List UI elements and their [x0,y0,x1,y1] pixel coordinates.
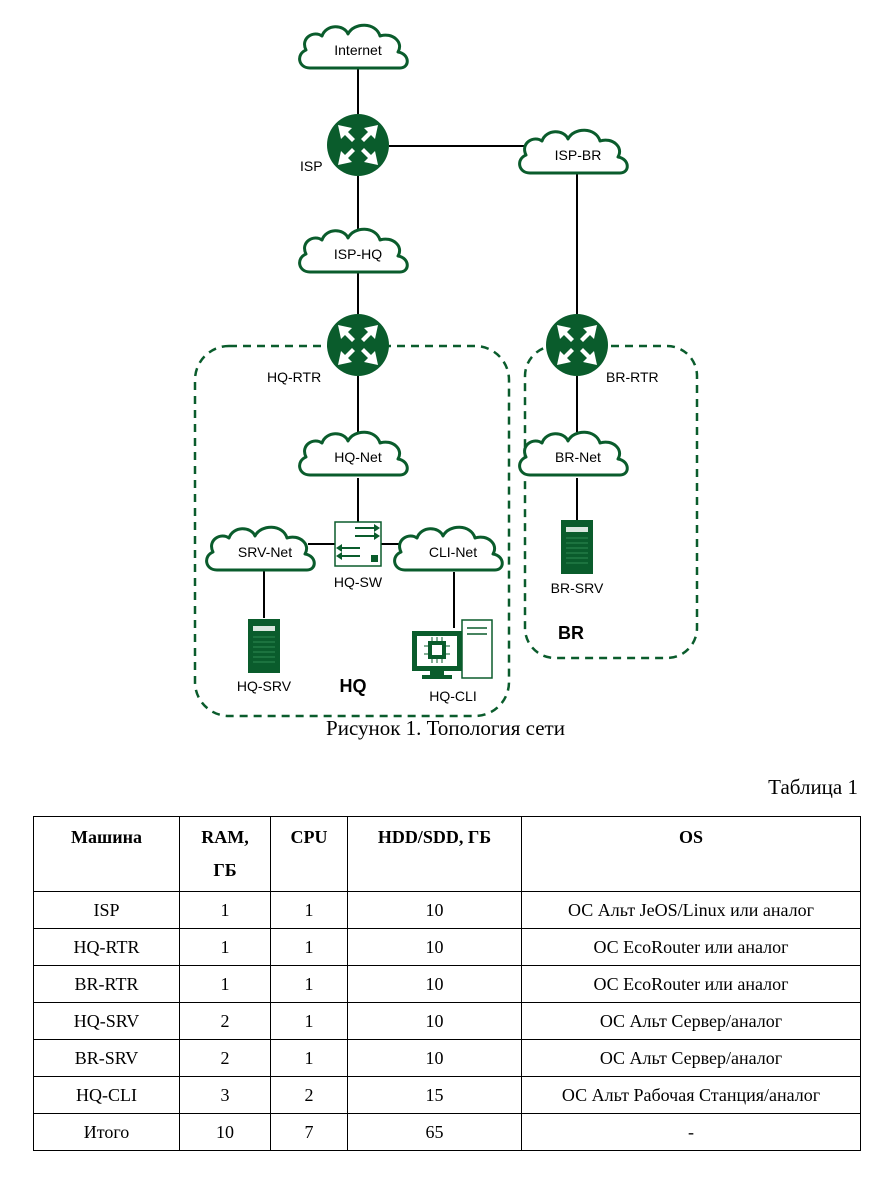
table-caption: Таблица 1 [768,775,858,799]
cell-cpu: 1 [270,891,348,929]
br-zone-label: BR [558,623,584,643]
srv-net-label: SRV-Net [238,544,292,560]
cell-os: ОС EcoRouter или аналог [521,965,861,1003]
br-rtr-label: BR-RTR [606,369,659,385]
hq-zone-label: HQ [340,676,367,696]
cell-disk: 15 [347,1076,522,1114]
workstation-icon [412,619,493,679]
switch-icon [334,521,382,567]
router-icon [327,314,389,376]
cloud-br-net: BR-Net [518,430,629,477]
cell-os: - [521,1113,861,1151]
cell-disk: 10 [347,891,522,929]
cell-cpu: 1 [270,965,348,1003]
cloud-isp-br: ISP-BR [518,128,629,175]
header-ram-line1: RAM, [201,827,249,847]
server-icon [560,519,594,575]
switch-hq-sw: HQ-SW [334,521,383,590]
router-hq-rtr: HQ-RTR [267,314,389,385]
cell-os: ОС Альт Рабочая Станция/аналог [521,1076,861,1114]
client-hq-cli: HQ-CLI [412,619,493,704]
header-ram: RAM, ГБ [179,816,271,892]
cell-disk: 10 [347,965,522,1003]
cell-ram: 10 [179,1113,271,1151]
cell-cpu: 1 [270,1039,348,1077]
hq-sw-label: HQ-SW [334,574,383,590]
table-row: HQ-RTR 1 1 10 ОС EcoRouter или аналог [33,928,861,966]
cloud-isp-hq: ISP-HQ [298,227,409,274]
cell-disk: 10 [347,1039,522,1077]
cell-machine: BR-SRV [33,1039,180,1077]
table-header-row: Машина RAM, ГБ CPU HDD/SDD, ГБ OS [33,816,861,892]
cell-machine: HQ-RTR [33,928,180,966]
header-ram-line2: ГБ [213,860,237,880]
cell-cpu: 2 [270,1076,348,1114]
table-row: Итого 10 7 65 - [33,1113,861,1151]
links [263,68,578,628]
cell-machine: BR-RTR [33,965,180,1003]
router-isp: ISP [300,114,389,176]
network-topology-diagram: Internet ISP-BR ISP-HQ HQ-Net BR-Net SRV… [193,23,699,718]
cell-cpu: 1 [270,1002,348,1040]
router-br-rtr: BR-RTR [546,314,659,385]
internet-label: Internet [334,42,382,58]
cell-disk: 10 [347,1002,522,1040]
cell-os: ОС Альт Сервер/аналог [521,1039,861,1077]
hq-rtr-label: HQ-RTR [267,369,321,385]
cell-cpu: 7 [270,1113,348,1151]
br-net-label: BR-Net [555,449,601,465]
cell-machine: Итого [33,1113,180,1151]
cloud-internet: Internet [298,23,409,70]
br-zone [523,344,699,660]
cell-ram: 1 [179,891,271,929]
cell-cpu: 1 [270,928,348,966]
header-disk: HDD/SDD, ГБ [347,816,522,892]
header-machine: Машина [33,816,180,892]
cell-ram: 1 [179,965,271,1003]
cell-os: ОС Альт Сервер/аналог [521,1002,861,1040]
cell-disk: 65 [347,1113,522,1151]
server-hq-srv: HQ-SRV [237,618,292,694]
cli-net-label: CLI-Net [429,544,477,560]
br-srv-label: BR-SRV [551,580,604,596]
router-icon [546,314,608,376]
server-br-srv: BR-SRV [551,519,604,596]
cell-ram: 2 [179,1039,271,1077]
header-cpu: CPU [270,816,348,892]
machines-table: Машина RAM, ГБ CPU HDD/SDD, ГБ OS ISP 1 1… [33,816,861,1151]
router-icon [327,114,389,176]
cell-os: ОС EcoRouter или аналог [521,928,861,966]
server-icon [247,618,281,674]
cell-machine: ISP [33,891,180,929]
cell-machine: HQ-SRV [33,1002,180,1040]
hq-srv-label: HQ-SRV [237,678,292,694]
table-row: ISP 1 1 10 ОС Альт JeOS/Linux или аналог [33,891,861,929]
hq-cli-label: HQ-CLI [429,688,476,704]
table-row: HQ-SRV 2 1 10 ОС Альт Сервер/аналог [33,1002,861,1040]
cell-machine: HQ-CLI [33,1076,180,1114]
cell-disk: 10 [347,928,522,966]
table-row: BR-RTR 1 1 10 ОС EcoRouter или аналог [33,965,861,1003]
cell-ram: 2 [179,1002,271,1040]
figure-caption: Рисунок 1. Топология сети [326,716,565,740]
hq-net-label: HQ-Net [334,449,382,465]
isp-hq-label: ISP-HQ [334,246,382,262]
cloud-cli-net: CLI-Net [393,525,504,572]
cell-ram: 3 [179,1076,271,1114]
cell-ram: 1 [179,928,271,966]
cloud-hq-net: HQ-Net [298,430,409,477]
cloud-srv-net: SRV-Net [205,525,316,572]
isp-label: ISP [300,158,323,174]
table-row: BR-SRV 2 1 10 ОС Альт Сервер/аналог [33,1039,861,1077]
table-row: HQ-CLI 3 2 15 ОС Альт Рабочая Станция/ан… [33,1076,861,1114]
isp-br-label: ISP-BR [555,147,602,163]
hq-zone [193,344,511,718]
cell-os: ОС Альт JeOS/Linux или аналог [521,891,861,929]
header-os: OS [521,816,861,892]
